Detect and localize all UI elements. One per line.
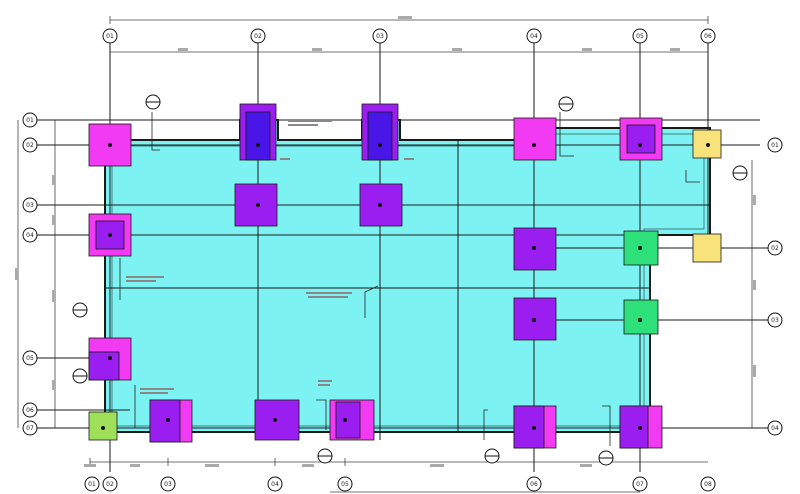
footing-purple bbox=[619, 405, 649, 449]
footing-lime bbox=[88, 411, 118, 441]
svg-text:07: 07 bbox=[636, 481, 644, 488]
svg-text:05: 05 bbox=[636, 33, 644, 40]
grid-bubble: 04 bbox=[267, 476, 283, 492]
svg-text:02: 02 bbox=[254, 33, 262, 40]
grid-bubble: 03 bbox=[767, 312, 783, 328]
svg-text:04: 04 bbox=[26, 232, 34, 239]
grid-bubble: 06 bbox=[526, 476, 542, 492]
grid-bubble: 07 bbox=[22, 420, 38, 436]
footing-purple bbox=[513, 297, 557, 341]
callout-leaders bbox=[119, 112, 700, 446]
footing-blue bbox=[245, 111, 271, 161]
svg-text:03: 03 bbox=[376, 33, 384, 40]
svg-text:07: 07 bbox=[26, 425, 34, 432]
section-markers bbox=[72, 94, 748, 466]
grid-bubble: 03 bbox=[160, 476, 176, 492]
column-markers bbox=[101, 143, 710, 430]
footing-blue bbox=[367, 111, 393, 161]
footing-purple bbox=[626, 124, 656, 154]
right-dimension-lines bbox=[748, 160, 756, 428]
left-dimension-lines bbox=[15, 120, 59, 428]
svg-text:02: 02 bbox=[106, 481, 114, 488]
grid-bubble: 02 bbox=[22, 137, 38, 153]
grid-bubble: 03 bbox=[22, 197, 38, 213]
footing-purple bbox=[513, 405, 545, 449]
svg-text:02: 02 bbox=[26, 142, 34, 149]
grid-bubble: 08 bbox=[700, 476, 716, 492]
grid-bubble: 02 bbox=[102, 476, 118, 492]
svg-text:03: 03 bbox=[164, 481, 172, 488]
grid-bubble: 06 bbox=[22, 402, 38, 418]
grid-bubble: 04 bbox=[767, 420, 783, 436]
grid-bubbles-bottom: 01 02 03 04 05 06 07 08 bbox=[84, 476, 716, 492]
grid-bubble: 01 bbox=[767, 137, 783, 153]
grid-bubble: 01 bbox=[22, 112, 38, 128]
grid-bubble: 07 bbox=[632, 476, 648, 492]
svg-text:03: 03 bbox=[26, 202, 34, 209]
grid-bubble: 05 bbox=[22, 350, 38, 366]
footing-yellow bbox=[692, 233, 722, 263]
svg-text:01: 01 bbox=[88, 481, 96, 488]
grid-bubble: 02 bbox=[250, 28, 266, 44]
slab-area bbox=[104, 119, 711, 433]
grid-bubble: 01 bbox=[102, 28, 118, 44]
bottom-dimension-lines bbox=[84, 458, 708, 493]
svg-text:06: 06 bbox=[26, 407, 34, 414]
footing-purple bbox=[88, 351, 120, 381]
svg-text:04: 04 bbox=[271, 481, 279, 488]
grid-bubble: 05 bbox=[632, 28, 648, 44]
grid-bubble: 03 bbox=[372, 28, 388, 44]
grid-bubbles-top: 01 02 03 04 05 06 bbox=[102, 28, 716, 44]
svg-text:04: 04 bbox=[771, 425, 779, 432]
grid-bubble: 04 bbox=[526, 28, 542, 44]
grid-bubble: 04 bbox=[22, 227, 38, 243]
grid-bubble: 05 bbox=[337, 476, 353, 492]
footing-green bbox=[623, 299, 659, 335]
grid-bubble: 02 bbox=[767, 240, 783, 256]
grid-bubble: 06 bbox=[700, 28, 716, 44]
top-dimension-lines bbox=[109, 16, 709, 56]
svg-text:02: 02 bbox=[771, 245, 779, 252]
svg-text:05: 05 bbox=[341, 481, 349, 488]
grid-bubbles-right: 01 02 03 04 bbox=[767, 137, 783, 436]
svg-text:08: 08 bbox=[704, 481, 712, 488]
svg-text:05: 05 bbox=[26, 355, 34, 362]
annotation-text-blocks bbox=[126, 120, 414, 394]
svg-text:06: 06 bbox=[530, 481, 538, 488]
svg-text:01: 01 bbox=[26, 117, 34, 124]
footing-purple bbox=[335, 401, 361, 439]
footing-purple bbox=[149, 399, 181, 443]
footing-magenta bbox=[513, 117, 557, 161]
svg-text:01: 01 bbox=[106, 33, 114, 40]
svg-text:04: 04 bbox=[530, 33, 538, 40]
grid-bubble: 01 bbox=[84, 476, 100, 492]
svg-text:06: 06 bbox=[704, 33, 712, 40]
svg-text:01: 01 bbox=[771, 142, 779, 149]
svg-text:03: 03 bbox=[771, 317, 779, 324]
grid-bubbles-left: 01 02 03 04 05 06 07 bbox=[22, 112, 38, 436]
footings bbox=[88, 103, 722, 449]
